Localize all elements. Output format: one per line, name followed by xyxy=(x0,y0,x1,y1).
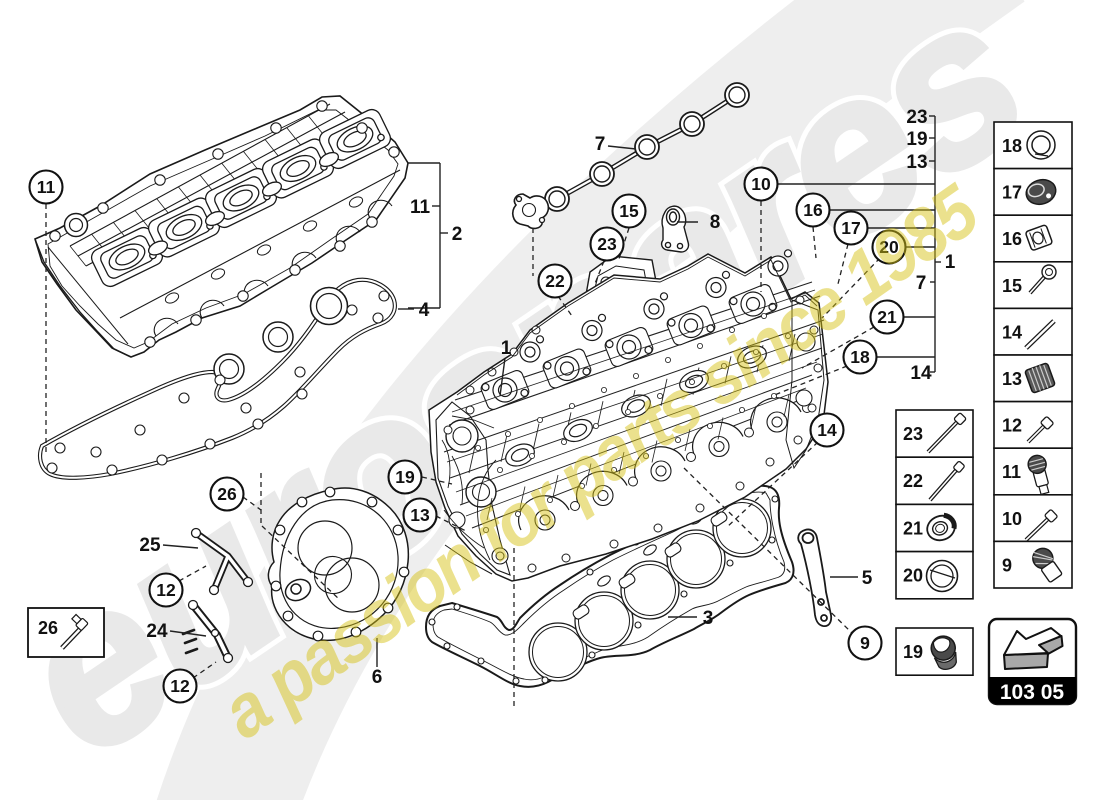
svg-text:18: 18 xyxy=(1002,136,1022,156)
svg-text:10: 10 xyxy=(751,174,771,194)
svg-text:7: 7 xyxy=(595,134,606,155)
svg-text:22: 22 xyxy=(545,271,565,291)
svg-text:11: 11 xyxy=(410,197,431,218)
svg-text:12: 12 xyxy=(170,676,190,696)
svg-text:23: 23 xyxy=(903,424,923,444)
svg-text:16: 16 xyxy=(803,200,823,220)
svg-text:11: 11 xyxy=(37,177,56,197)
svg-text:4: 4 xyxy=(419,300,430,321)
svg-text:14: 14 xyxy=(817,420,837,440)
svg-text:10: 10 xyxy=(1002,509,1022,529)
svg-text:21: 21 xyxy=(877,307,897,327)
svg-text:11: 11 xyxy=(1002,462,1021,482)
svg-text:9: 9 xyxy=(860,633,870,653)
svg-text:12: 12 xyxy=(1002,416,1022,436)
svg-text:15: 15 xyxy=(1002,276,1022,296)
svg-text:14: 14 xyxy=(910,363,932,384)
svg-text:20: 20 xyxy=(879,237,899,257)
svg-text:19: 19 xyxy=(906,129,927,150)
svg-text:14: 14 xyxy=(1002,322,1022,342)
svg-text:12: 12 xyxy=(156,580,176,600)
svg-text:5: 5 xyxy=(862,568,873,589)
svg-text:19: 19 xyxy=(903,642,923,662)
svg-text:22: 22 xyxy=(903,471,923,491)
svg-text:21: 21 xyxy=(903,518,923,538)
svg-text:16: 16 xyxy=(1002,229,1022,249)
svg-text:25: 25 xyxy=(139,535,161,556)
svg-text:13: 13 xyxy=(1002,369,1022,389)
svg-text:26: 26 xyxy=(217,484,237,504)
svg-text:13: 13 xyxy=(410,505,430,525)
svg-text:7: 7 xyxy=(916,273,927,294)
svg-text:24: 24 xyxy=(146,621,168,642)
svg-text:1: 1 xyxy=(501,338,512,359)
svg-text:3: 3 xyxy=(703,608,714,629)
svg-text:13: 13 xyxy=(906,152,927,173)
svg-text:17: 17 xyxy=(1002,183,1022,203)
svg-text:23: 23 xyxy=(906,107,927,128)
svg-text:9: 9 xyxy=(1002,555,1012,575)
svg-text:103 05: 103 05 xyxy=(1000,681,1065,704)
svg-text:20: 20 xyxy=(903,566,923,586)
svg-text:26: 26 xyxy=(38,618,58,638)
svg-text:18: 18 xyxy=(850,347,870,367)
svg-text:2: 2 xyxy=(452,224,463,245)
svg-text:17: 17 xyxy=(841,218,860,238)
svg-text:19: 19 xyxy=(395,467,415,487)
svg-text:8: 8 xyxy=(710,212,721,233)
svg-text:6: 6 xyxy=(372,667,383,688)
svg-text:1: 1 xyxy=(945,252,956,273)
svg-text:23: 23 xyxy=(597,234,617,254)
svg-text:15: 15 xyxy=(619,201,639,221)
